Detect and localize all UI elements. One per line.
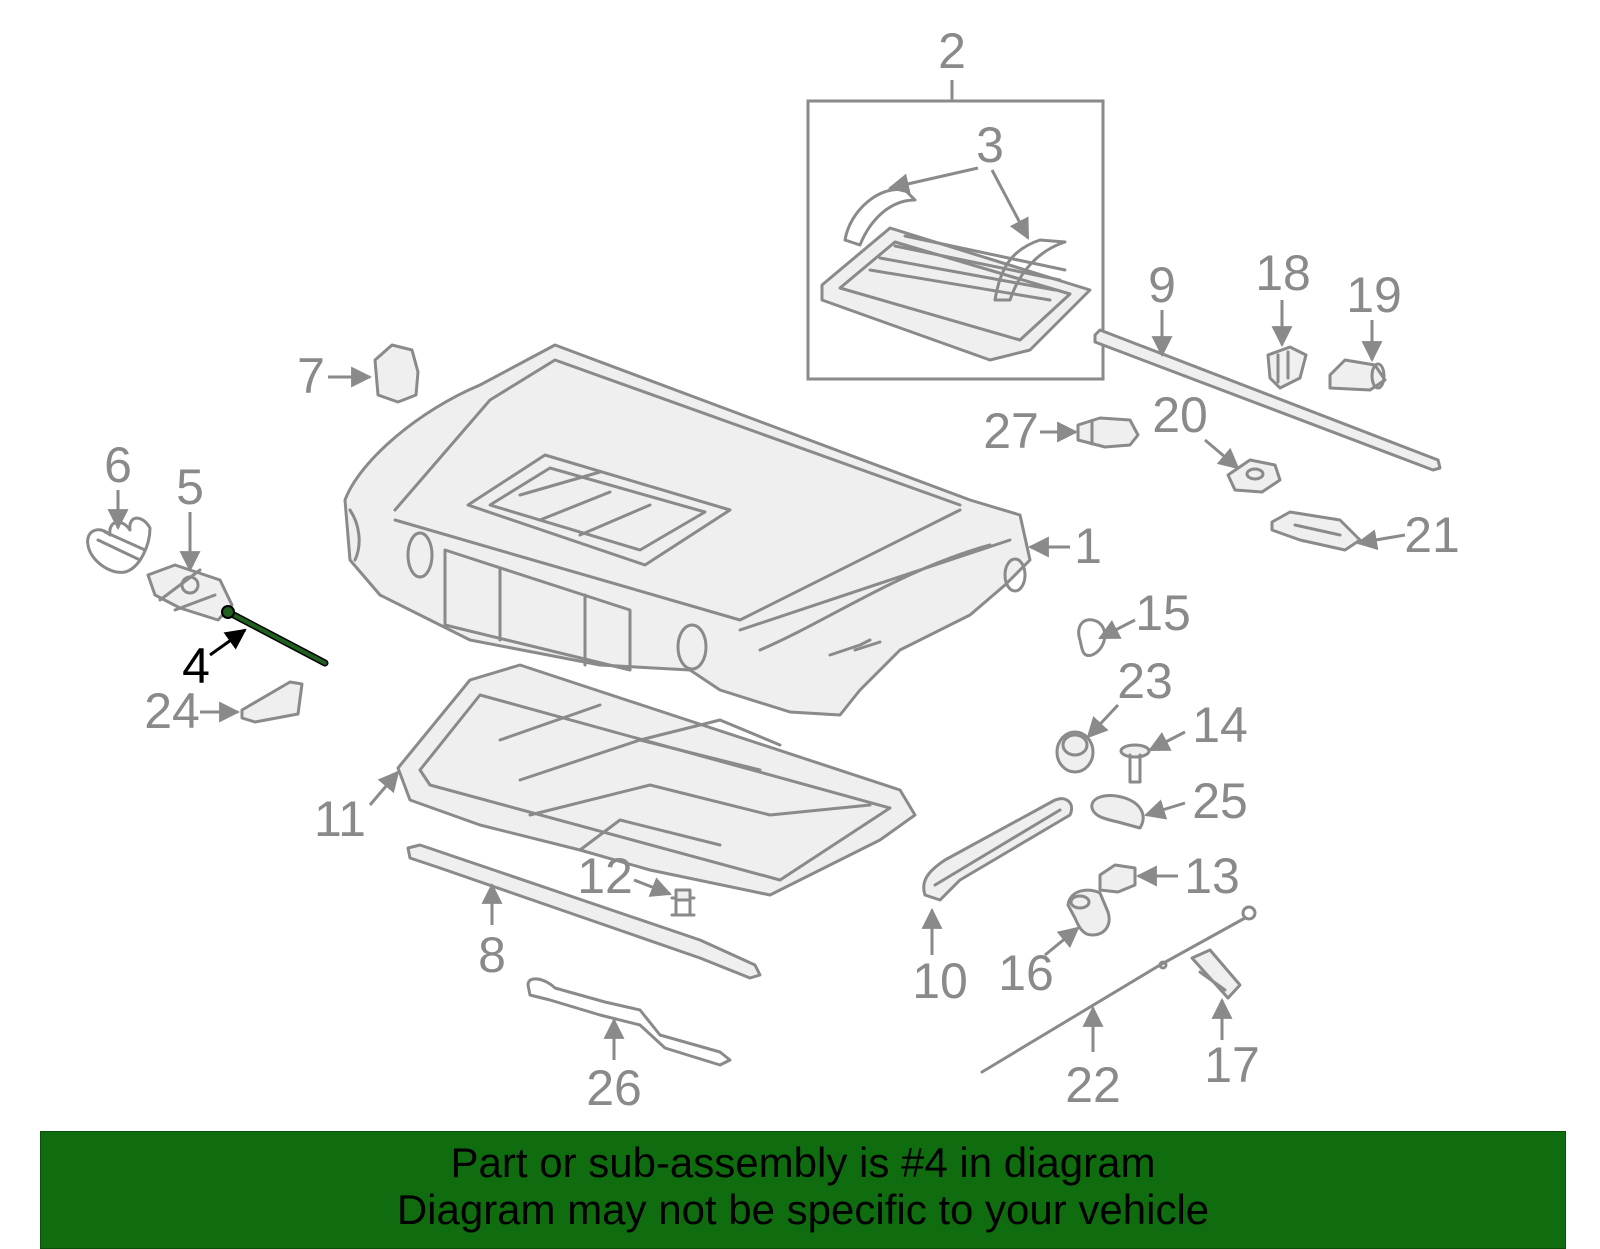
callout-22: 22 [1065,1057,1121,1113]
part-6-spring [86,516,152,574]
callout-24: 24 [144,683,200,739]
callout-20: 20 [1152,387,1208,443]
part-27 [1076,416,1140,449]
callout-10: 10 [912,953,968,1009]
callout-9: 9 [1148,257,1176,313]
part-25 [1090,794,1145,830]
banner-line-1: Part or sub-assembly is #4 in diagram [450,1139,1156,1186]
callout-7: 7 [297,348,325,404]
callout-14: 14 [1192,697,1248,753]
part-14-clip [1119,743,1151,784]
part-17 [1190,948,1242,1000]
callout-5: 5 [176,459,204,515]
callout-17: 17 [1204,1037,1260,1093]
part-8-seal [406,843,762,980]
callout-25: 25 [1192,773,1248,829]
part-18 [1266,345,1308,390]
part-13 [1098,863,1137,894]
callout-19: 19 [1346,267,1402,323]
part-16 [1066,888,1111,937]
callout-16: 16 [998,945,1054,1001]
part-11-insulator [396,663,917,897]
callout-4-highlighted: 4 [182,638,210,694]
callout-6: 6 [104,437,132,493]
callout-12: 12 [577,848,633,904]
part-20 [1226,458,1282,494]
part-26-seal [526,977,732,1067]
callout-23: 23 [1117,653,1173,709]
part-10-strip [922,797,1074,902]
part-15 [1077,618,1107,658]
callout-13: 13 [1184,848,1240,904]
banner-line-2: Diagram may not be specific to your vehi… [396,1186,1210,1233]
callout-3: 3 [976,117,1004,173]
callout-21: 21 [1404,507,1460,563]
part-22-cable [980,905,1257,1074]
part-23-grommet [1055,730,1095,774]
part-5-latch [146,563,234,622]
callout-11: 11 [314,791,366,847]
callout-8: 8 [478,927,506,983]
callout-2: 2 [938,23,966,79]
part-21 [1270,510,1362,552]
callout-26: 26 [586,1060,642,1116]
part-4-highlighted-rod [221,605,329,667]
part-2-inset [806,80,1105,381]
part-9-strip [1093,328,1442,472]
part-7 [373,343,420,404]
part-24 [240,680,304,724]
part-12-clip [670,888,696,917]
callout-1: 1 [1074,518,1102,574]
part-19 [1328,358,1387,392]
callout-18: 18 [1255,245,1311,301]
info-banner: Part or sub-assembly is #4 in diagram Di… [40,1131,1566,1249]
callout-15: 15 [1135,585,1191,641]
part-1-hood [343,343,1032,717]
callout-27: 27 [983,403,1039,459]
